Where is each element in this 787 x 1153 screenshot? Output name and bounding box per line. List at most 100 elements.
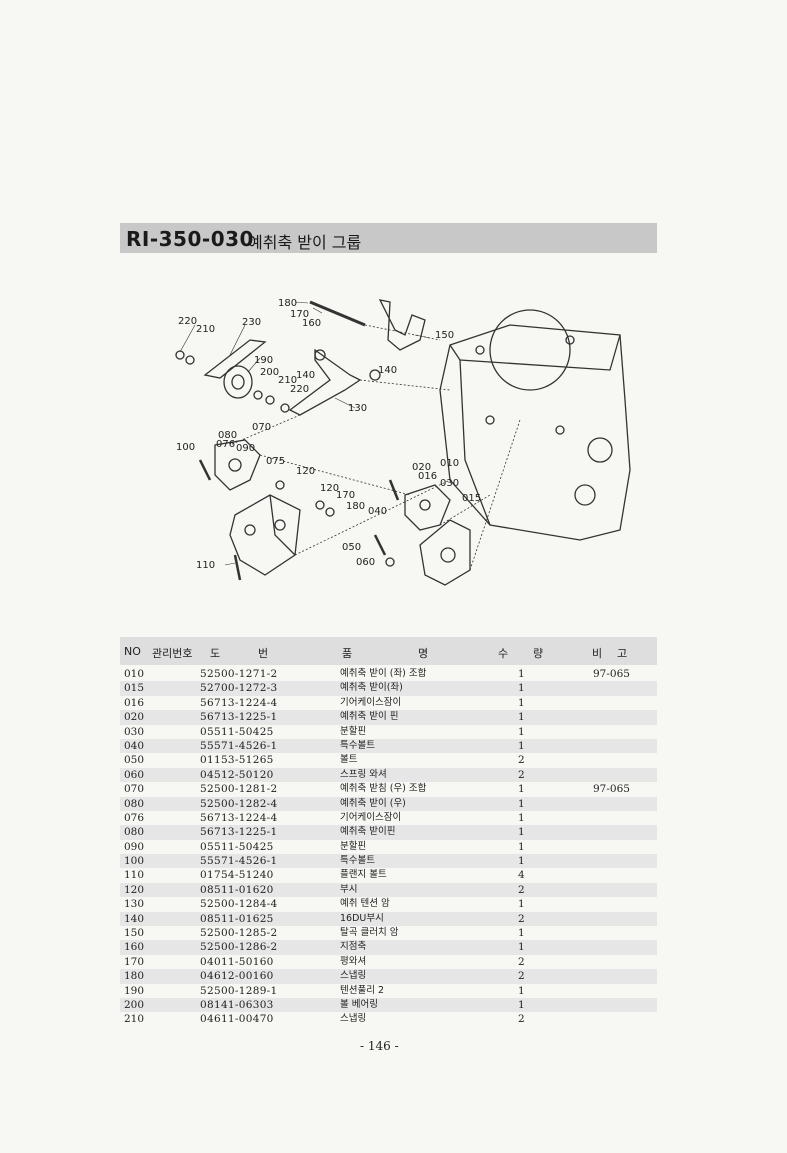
row-part-number: 04611-00470 (200, 1013, 274, 1026)
callout-label: 230 (242, 317, 261, 328)
row-quantity: 2 (518, 970, 525, 983)
callout-label: 040 (368, 506, 387, 517)
header-beon: 번 (258, 647, 269, 660)
row-part-name: 예취축 받침 (우) 조합 (340, 783, 427, 795)
row-no: 060 (124, 768, 145, 781)
header-su: 수 (498, 647, 509, 660)
row-part-number: 04512-50120 (200, 768, 274, 781)
row-part-name: 예취축 받이 (우) (340, 797, 406, 809)
callout-label: 220 (290, 384, 309, 395)
row-part-name: 스냅링 (340, 1013, 367, 1025)
callout-label: 100 (176, 442, 195, 453)
row-part-name: 예취 텐션 암 (340, 898, 390, 910)
row-quantity: 1 (518, 668, 525, 680)
header-do: 도 (210, 647, 221, 660)
callout-label: 090 (236, 443, 255, 454)
row-part-number: 56713-1225-1 (200, 711, 278, 724)
row-quantity: 1 (518, 941, 525, 954)
row-quantity: 2 (518, 754, 525, 767)
row-part-number: 01754-51240 (200, 869, 274, 882)
callout-label: 080 (218, 430, 237, 441)
callout-label: 120 (320, 483, 339, 494)
callout-label: 170 (290, 309, 309, 320)
callout-label: 140 (378, 365, 397, 376)
row-quantity: 1 (518, 998, 525, 1011)
table-row: 076 56713-1224-4 기어케이스잠이 1 (120, 811, 657, 825)
callout-label: 180 (278, 298, 297, 309)
row-part-number: 52500-1289-1 (200, 984, 278, 997)
row-part-number: 01153-51265 (200, 754, 274, 767)
row-part-number: 52500-1271-2 (200, 668, 278, 680)
callout-label: 220 (178, 316, 197, 327)
row-part-number: 52500-1286-2 (200, 941, 278, 954)
row-quantity: 1 (518, 811, 525, 824)
row-part-name: 분할핀 (340, 840, 367, 852)
row-no: 016 (124, 696, 145, 709)
callout-label: 190 (254, 355, 273, 366)
group-name: 예취축 받이 그룹 (248, 233, 362, 252)
callout-label: 150 (435, 330, 454, 341)
callout-label: 210 (196, 324, 215, 335)
row-part-name: 탈곡 클러치 암 (340, 927, 399, 939)
row-quantity: 1 (518, 682, 525, 695)
row-note: 97-065 (593, 783, 630, 796)
row-part-name: 지점축 (340, 941, 367, 953)
row-no: 140 (124, 912, 145, 925)
row-part-number: 52500-1285-2 (200, 927, 278, 940)
callout-label: 070 (252, 422, 271, 433)
row-quantity: 2 (518, 912, 525, 925)
row-part-number: 52500-1281-2 (200, 783, 278, 796)
row-quantity: 1 (518, 783, 525, 796)
page-number: - 146 - (360, 1039, 399, 1053)
callout-label: 076 (216, 439, 235, 450)
row-part-name: 특수볼트 (340, 739, 375, 751)
row-part-name: 예취축 받이(좌) (340, 682, 403, 694)
row-quantity: 2 (518, 1013, 525, 1026)
header-ryang: 량 (533, 647, 544, 660)
row-part-name: 스냅링 (340, 970, 367, 982)
row-part-name: 플랜지 볼트 (340, 869, 387, 881)
row-part-number: 52500-1282-4 (200, 797, 278, 810)
callout-label: 050 (342, 542, 361, 553)
row-no: 110 (124, 869, 145, 882)
row-part-name: 분할핀 (340, 725, 367, 737)
header-myeong: 명 (418, 647, 429, 660)
row-no: 100 (124, 855, 145, 868)
title-bar: RI-350-030 예취축 받이 그룹 (120, 223, 657, 253)
row-part-name: 기어케이스잠이 (340, 811, 402, 823)
row-quantity: 1 (518, 826, 525, 839)
row-part-number: 52700-1272-3 (200, 682, 278, 695)
row-note: 97-065 (593, 668, 630, 680)
row-part-name: 예취축 받이 (좌) 조합 (340, 668, 427, 679)
row-quantity: 2 (518, 768, 525, 781)
callout-label: 180 (346, 501, 365, 512)
row-no: 050 (124, 754, 145, 767)
callout-label: 110 (196, 560, 215, 571)
row-part-number: 56713-1224-4 (200, 811, 278, 824)
row-part-number: 52500-1284-4 (200, 898, 278, 911)
row-no: 070 (124, 783, 145, 796)
row-no: 130 (124, 898, 145, 911)
callout-label: 160 (302, 318, 321, 329)
callout-label: 140 (296, 370, 315, 381)
row-no: 076 (124, 811, 145, 824)
